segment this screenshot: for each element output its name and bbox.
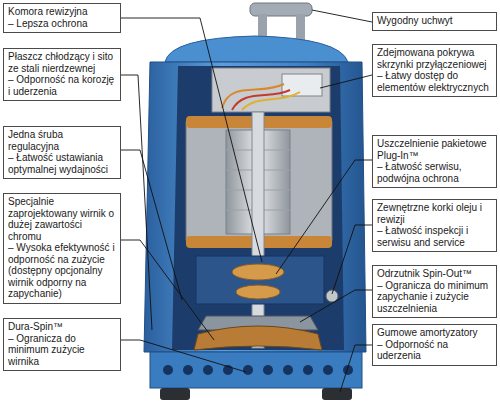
leader-line — [332, 225, 372, 294]
leader-lines — [121, 10, 372, 392]
callout-benefit: – Łatwość ustawiania optymalnej wydajnoś… — [8, 152, 116, 175]
strainer — [150, 352, 362, 388]
leader-line — [121, 75, 152, 330]
oil-plug — [326, 290, 338, 302]
leader-line — [121, 150, 182, 300]
strainer-hole — [263, 365, 273, 375]
callout-benefit: – Łatwość inspekcji i serwisu and servic… — [377, 225, 492, 248]
rubber-foot — [322, 388, 352, 400]
strainer-hole — [303, 365, 313, 375]
leader-line — [121, 340, 246, 372]
leader-line — [121, 18, 262, 262]
callout-benefit: – Ogranicza do minimum zużycie wirnika — [8, 333, 116, 368]
strainer-hole — [203, 365, 213, 375]
callout-box: Zewnętrzne korki oleju i rewizji– Łatwoś… — [372, 199, 497, 252]
mechanical-seal — [236, 285, 280, 299]
callout-benefit: – Odporność na uderzenia — [377, 339, 492, 362]
mechanical-seal — [232, 264, 284, 280]
cutaway-interior — [172, 66, 344, 350]
callout-title: Wygodny uchwyt — [377, 15, 492, 27]
wire — [242, 92, 300, 110]
callout-title: Jedna śruba regulacyjna — [8, 129, 116, 152]
callout-box: Odrzutnik Spin-Out™– Ogranicza do minimu… — [372, 265, 497, 318]
strainer-hole — [163, 365, 173, 375]
leader-line — [340, 345, 372, 392]
callout-box: Zdejmowana pokrywa skrzynki przyłączenio… — [372, 44, 497, 97]
top-cap — [165, 36, 348, 62]
oil-chamber — [196, 256, 324, 304]
rubber-foot — [160, 388, 190, 400]
callout-box: Wygodny uchwyt — [372, 12, 497, 31]
callout-box: Płaszcz chłodzący i sito ze stali nierdz… — [3, 48, 121, 101]
callout-title: Zdejmowana pokrywa skrzynki przyłączenio… — [377, 47, 492, 70]
callout-box: Jedna śruba regulacyjna– Łatwość ustawia… — [3, 126, 121, 179]
leader-line — [300, 290, 372, 322]
strainer-hole — [243, 365, 253, 375]
callout-box: Komora rewizyjna– Lepsza ochrona — [3, 3, 121, 33]
callout-title: Odrzutnik Spin-Out™ — [377, 268, 492, 280]
callout-title: Zewnętrzne korki oleju i rewizji — [377, 202, 492, 225]
leader-line — [320, 75, 372, 88]
leader-line — [121, 240, 214, 340]
callout-title: Komora rewizyjna — [8, 6, 116, 18]
pump-body — [144, 62, 366, 352]
callout-box: Specjalnie zaprojektowany wirnik o dużej… — [3, 193, 121, 304]
callout-box: Gumowe amortyzatory– Odporność na uderze… — [372, 324, 497, 366]
callout-benefit: – Łatwość serwisu, podwójna ochrona — [377, 161, 492, 184]
impeller — [194, 326, 322, 350]
callout-benefit: – Ogranicza do minimum zapychanie i zuży… — [377, 280, 492, 315]
callout-benefit: – Lepsza ochrona — [8, 18, 116, 30]
callout-box: Uszczelnienie pakietowe Plug-In™– Łatwoś… — [372, 135, 497, 188]
terminal-block — [282, 74, 322, 96]
callout-title: Gumowe amortyzatory — [377, 327, 492, 339]
leader-line — [276, 160, 372, 274]
callout-title: Uszczelnienie pakietowe Plug-In™ — [377, 138, 492, 161]
strainer-hole — [183, 365, 193, 375]
leader-line — [312, 10, 372, 22]
callout-benefit: – Odporność na korozję i uderzenia — [8, 74, 116, 97]
callout-benefit: – Łatwy dostęp do elementów elektrycznyc… — [377, 70, 492, 93]
callout-title: Płaszcz chłodzący i sito ze stali nierdz… — [8, 51, 116, 74]
callout-benefit: – Wysoka efektywność i odporność na zuży… — [8, 242, 116, 300]
callout-title: Specjalnie zaprojektowany wirnik o dużej… — [8, 196, 116, 242]
strainer-hole — [323, 365, 333, 375]
callout-box: Dura-Spin™– Ogranicza do minimum zużycie… — [3, 318, 121, 371]
strainer-hole — [283, 365, 293, 375]
callout-title: Dura-Spin™ — [8, 321, 116, 333]
junction-box — [212, 68, 330, 112]
